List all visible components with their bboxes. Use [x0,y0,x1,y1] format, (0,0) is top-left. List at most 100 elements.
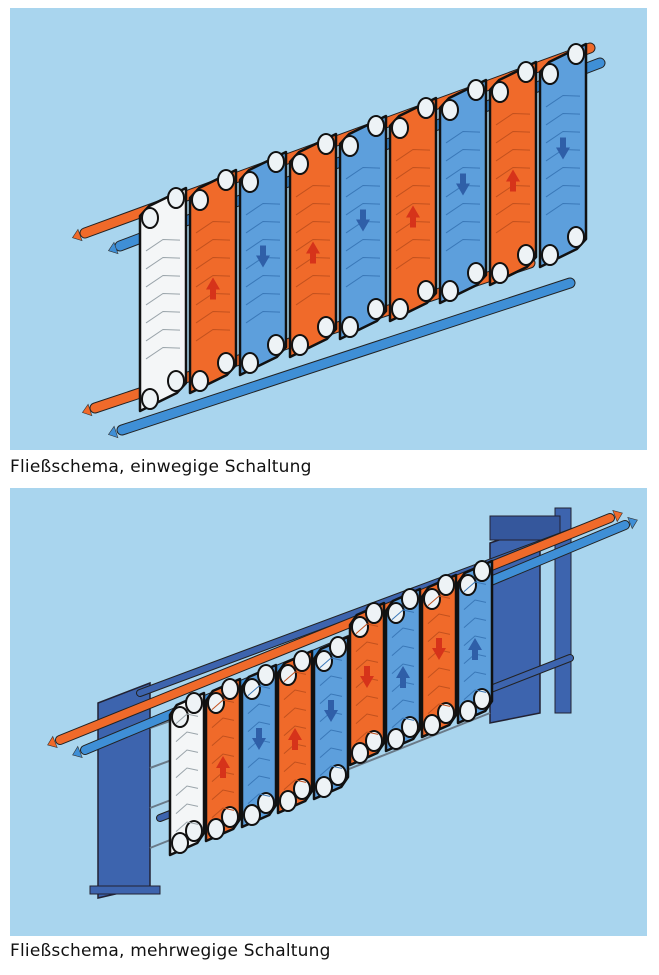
plate-4-port-1 [329,636,347,658]
plates-multi-pass [168,559,494,857]
plate-3-pattern-0 [295,184,331,198]
plate-5-port-2 [351,742,369,764]
plate-7-port-2 [491,262,509,284]
top-carrier-block [489,515,561,541]
plate-3-port-3 [317,316,335,338]
plate-4-pattern-1 [319,675,343,686]
plate-4-port-1 [367,115,385,137]
plate-7-pattern-3 [495,166,531,180]
plate-8-port-1 [567,43,585,65]
plate-3-pattern-6 [295,292,331,306]
plate-4-pattern-2 [319,693,343,704]
plate-3-pattern-3 [283,725,307,736]
plate-4-pattern-6 [345,274,381,288]
flow-arrow-7 [506,169,520,192]
plate-5-pattern-4 [355,695,379,706]
arrow-hot-in [72,228,83,242]
plate-5-pattern-5 [395,238,431,252]
plate-7-pattern-2 [427,631,451,642]
plate-2-port-2 [241,352,259,374]
plate-7-pattern-6 [427,703,451,714]
plate-0-port-0 [141,207,159,229]
plate-0-pattern-4 [145,310,181,324]
diagram-single-pass [10,8,647,450]
plate-8-pattern-1 [545,112,581,126]
plate-7-pattern-4 [427,667,451,678]
plate-6-port-2 [441,280,459,302]
plate-0-port-0 [171,706,189,728]
plate-5-pattern-3 [395,202,431,216]
multi-pass-illustration [47,507,638,899]
plate-0-pattern-1 [175,731,199,742]
plate-0-pattern-0 [175,713,199,724]
plate-5-port-1 [417,97,435,119]
plate-2-port-3 [257,792,275,814]
plate-2-port-0 [241,171,259,193]
plate-1-port-2 [207,818,225,840]
plate-1-pattern-2 [195,256,231,270]
plate-1-pattern-3 [195,274,231,288]
plate-6-pattern-0 [391,609,415,620]
plate-2-port-0 [243,678,261,700]
plate-8-port-0 [541,63,559,85]
plate-0-pattern-3 [175,767,199,778]
plate-2-pattern-0 [247,685,271,696]
plate-1-port-1 [217,169,235,191]
plate-0-port-2 [141,388,159,410]
plate-6-port-1 [401,588,419,610]
plate-0-port-1 [167,187,185,209]
plate-2-pattern-4 [245,274,281,288]
plate-5-port-3 [365,730,383,752]
arrow-cold [72,745,83,759]
fixed-frame-foot [89,885,161,895]
plate-6-port-2 [387,728,405,750]
plate-8-port-2 [541,244,559,266]
plate-1-pattern-2 [211,735,235,746]
plate-3-pattern-5 [283,761,307,772]
plate-4-port-3 [329,764,347,786]
plate-7-pattern-1 [495,130,531,144]
plate-4-pattern-1 [345,184,381,198]
plate-4-port-0 [315,650,333,672]
flow-arrow-3 [306,241,320,264]
plate-8-port-0 [459,574,477,596]
plate-1-port-2 [191,370,209,392]
plate-8-pattern-5 [463,671,487,682]
plate-6-pattern-0 [445,130,481,144]
plate-6-port-3 [467,262,485,284]
plate-5-port-2 [391,298,409,320]
plate-3-port-0 [291,153,309,175]
plate-4-pattern-0 [345,166,381,180]
flow-arrow-5 [360,666,374,688]
plate-4-pattern-4 [319,729,343,740]
plate-8-port-1 [473,560,491,582]
arrow-hot-exit [612,509,623,523]
plate-6-pattern-2 [391,645,415,656]
plate-1-pattern-0 [195,220,231,234]
plate-0-port-1 [185,692,203,714]
plate-7-pattern-0 [495,112,531,126]
plate-2-pattern-5 [247,775,271,786]
plate-2-pattern-1 [247,703,271,714]
caption-multi-pass: Fließschema, mehrwegige Schaltung [10,941,331,961]
plate-8-pattern-5 [545,184,581,198]
plate-3-port-1 [293,650,311,672]
plate-2-pattern-1 [245,220,281,234]
plate-5-pattern-2 [355,659,379,670]
plate-7-pattern-5 [495,202,531,216]
plate-5-port-0 [351,616,369,638]
flow-arrow-7 [432,638,446,660]
plate-3-port-1 [317,133,335,155]
plate-1-pattern-5 [211,789,235,800]
plate-2-pattern-4 [247,757,271,768]
plate-5-pattern-0 [355,623,379,634]
plate-5-pattern-5 [355,713,379,724]
plate-8-pattern-0 [545,94,581,108]
plate-5-pattern-2 [395,184,431,198]
plate-6-pattern-6 [445,238,481,252]
plate-6-port-3 [401,716,419,738]
plate-5-port-1 [365,602,383,624]
plate-2-pattern-5 [245,292,281,306]
plate-8-pattern-6 [545,202,581,216]
plate-7-port-1 [517,61,535,83]
